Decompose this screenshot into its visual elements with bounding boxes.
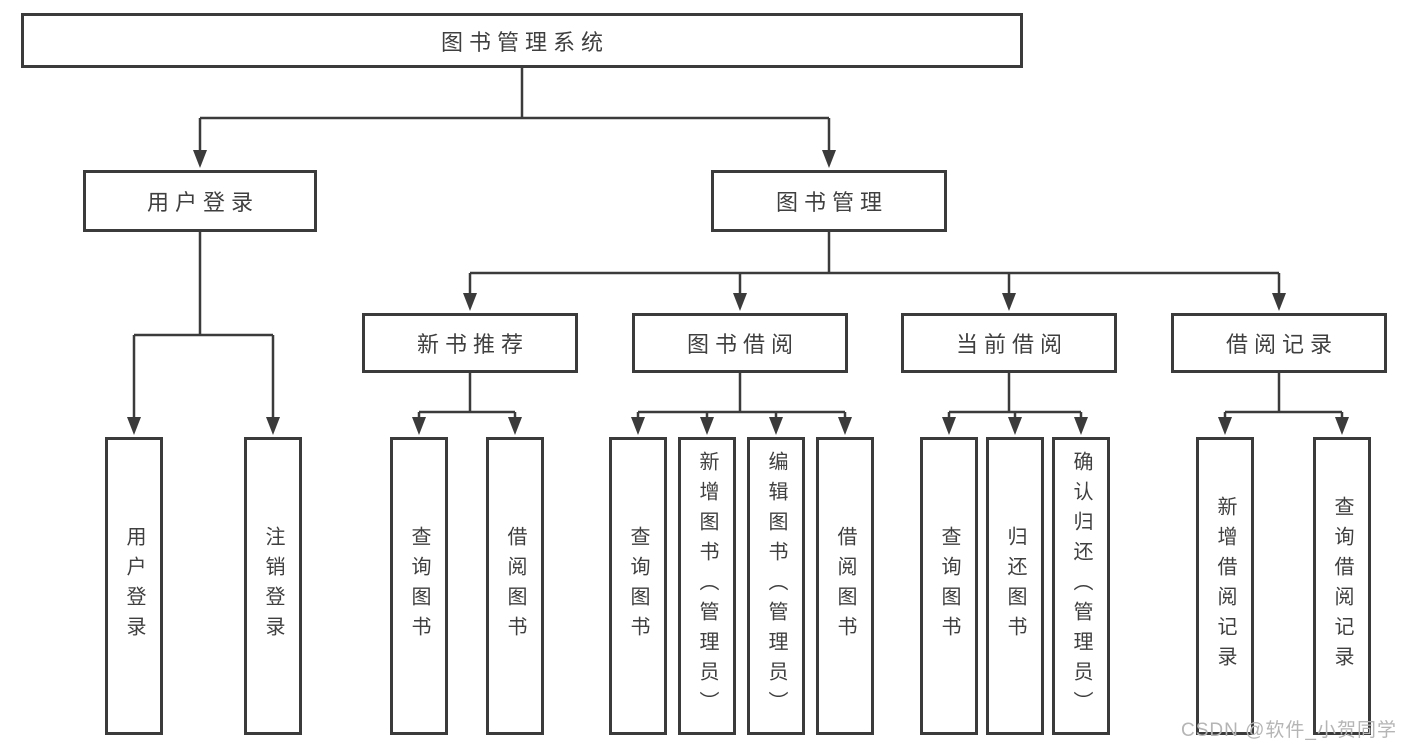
arrowhead-icon [1074,417,1088,435]
arrowhead-icon [127,417,141,435]
node-book-management: 图书管理 [711,170,947,232]
arrowhead-icon [1008,417,1022,435]
leaf-confirm-return-admin: 确认归还（管理员） [1052,437,1110,735]
node-new-book-recommendation: 新书推荐 [362,313,578,373]
arrowhead-icon [631,417,645,435]
leaf-add-borrow-record: 新增借阅记录 [1196,437,1254,735]
arrowhead-icon [1002,293,1016,311]
node-borrowing-records: 借阅记录 [1171,313,1387,373]
arrowhead-icon [1272,293,1286,311]
arrowhead-icon [1218,417,1232,435]
leaf-query-books-current: 查询图书 [920,437,978,735]
leaf-query-borrow-record: 查询借阅记录 [1313,437,1371,735]
arrowhead-icon [463,293,477,311]
arrowhead-icon [508,417,522,435]
arrowhead-icon [838,417,852,435]
leaf-borrow-books: 借阅图书 [816,437,874,735]
arrowhead-icon [942,417,956,435]
node-current-borrowing: 当前借阅 [901,313,1117,373]
arrowhead-icon [733,293,747,311]
arrowhead-icon [700,417,714,435]
arrowhead-icon [266,417,280,435]
watermark: CSDN @软件_小贺同学 [1181,720,1397,741]
arrowhead-icon [769,417,783,435]
arrowhead-icon [193,150,207,168]
arrowhead-icon [1335,417,1349,435]
leaf-user-login: 用户登录 [105,437,163,735]
arrowhead-icon [412,417,426,435]
node-library-management-system: 图书管理系统 [21,13,1023,68]
connector-lines [132,66,1344,421]
leaf-borrow-books-recommend: 借阅图书 [486,437,544,735]
leaf-logout: 注销登录 [244,437,302,735]
leaf-return-books: 归还图书 [986,437,1044,735]
arrowhead-icon [822,150,836,168]
node-user-login: 用户登录 [83,170,317,232]
leaf-add-books-admin: 新增图书（管理员） [678,437,736,735]
leaf-edit-books-admin: 编辑图书（管理员） [747,437,805,735]
leaf-query-books-borrow: 查询图书 [609,437,667,735]
node-book-borrowing: 图书借阅 [632,313,848,373]
leaf-query-books-recommend: 查询图书 [390,437,448,735]
